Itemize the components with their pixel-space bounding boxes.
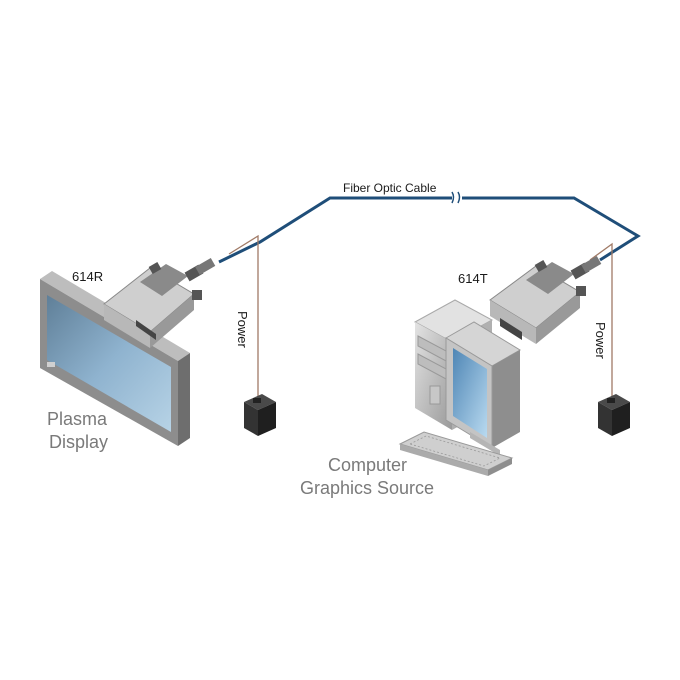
fiber-optic-cable xyxy=(218,191,641,264)
power-label-right: Power xyxy=(593,322,608,360)
transmitter-614t-icon xyxy=(489,256,602,344)
power-adapter-left-icon xyxy=(244,394,276,436)
plasma-display-label-line1: Plasma xyxy=(47,409,108,429)
receiver-label: 614R xyxy=(72,269,103,284)
fiber-cable-label: Fiber Optic Cable xyxy=(343,181,437,195)
computer-source-label-line2: Graphics Source xyxy=(300,478,434,498)
power-cord-right xyxy=(589,242,613,400)
power-label-left: Power xyxy=(235,311,250,349)
plasma-display-label-line2: Display xyxy=(49,432,108,452)
receiver-614r-icon xyxy=(103,258,216,348)
transmitter-label: 614T xyxy=(458,271,488,286)
keyboard-icon xyxy=(398,431,514,476)
computer-source-label-line1: Computer xyxy=(328,455,407,475)
power-cord-left xyxy=(228,234,259,400)
computer-monitor-icon xyxy=(445,321,521,456)
power-adapter-right-icon xyxy=(598,394,630,436)
cable-break-icon xyxy=(451,191,461,204)
